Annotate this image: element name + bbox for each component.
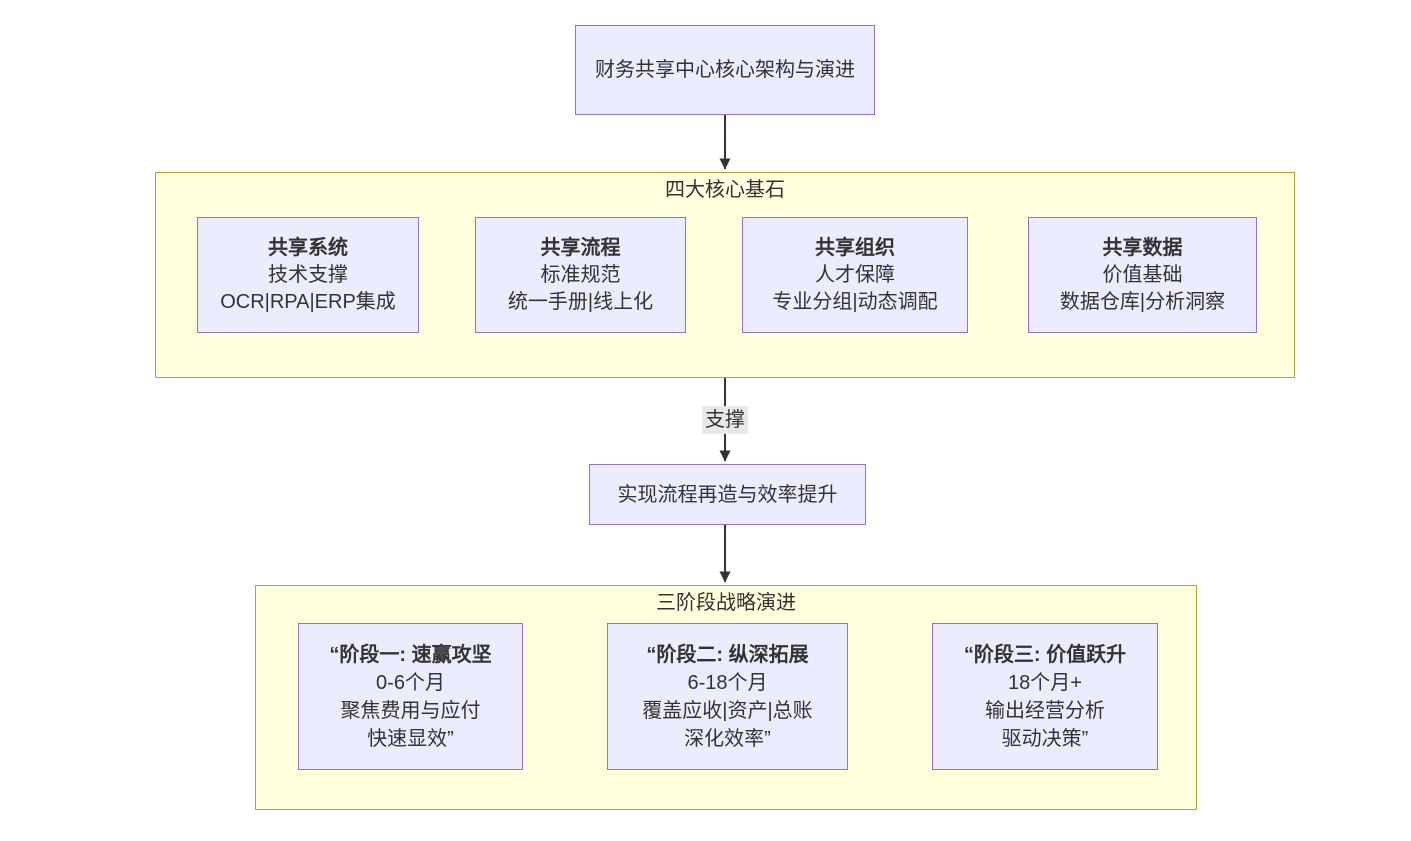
- stage-line: 深化效率”: [684, 727, 771, 750]
- stage-line: 聚焦费用与应付: [340, 699, 481, 722]
- stage-line: 覆盖应收|资产|总账: [642, 699, 813, 722]
- pillar-title: 共享组织: [815, 236, 895, 259]
- pillar-line: 统一手册|线上化: [507, 290, 654, 313]
- pillar-line: 价值基础: [1102, 263, 1183, 286]
- edge-label-support: 支撑: [702, 406, 748, 434]
- node-outcome: 实现流程再造与效率提升: [589, 464, 866, 525]
- node-stage-3: “阶段三: 价值跃升 18个月+ 输出经营分析 驱动决策”: [932, 623, 1158, 770]
- pillar-line: 人才保障: [815, 263, 895, 286]
- pillar-title: 共享系统: [268, 236, 348, 259]
- node-pillar-process: 共享流程 标准规范 统一手册|线上化: [475, 217, 686, 333]
- pillar-title: 共享数据: [1102, 236, 1183, 259]
- pillar-line: 专业分组|动态调配: [772, 290, 938, 313]
- node-stage-1: “阶段一: 速赢攻坚 0-6个月 聚焦费用与应付 快速显效”: [298, 623, 523, 770]
- stage-line: 0-6个月: [376, 671, 445, 694]
- node-root: 财务共享中心核心架构与演进: [575, 25, 875, 115]
- stage-line: 6-18个月: [687, 671, 768, 694]
- pillar-line: 数据仓库|分析洞察: [1059, 290, 1226, 313]
- node-stage-2: “阶段二: 纵深拓展 6-18个月 覆盖应收|资产|总账 深化效率”: [607, 623, 848, 770]
- stage-title: “阶段一: 速赢攻坚: [329, 643, 492, 666]
- stage-line: 驱动决策”: [1001, 727, 1089, 750]
- pillar-line: OCR|RPA|ERP集成: [220, 290, 396, 313]
- subgraph-stages-title: 三阶段战略演进: [656, 592, 796, 614]
- stage-line: 18个月+: [1008, 671, 1082, 694]
- node-root-label: 财务共享中心核心架构与演进: [595, 59, 855, 81]
- stage-title: “阶段二: 纵深拓展: [646, 643, 809, 666]
- subgraph-pillars-title: 四大核心基石: [665, 179, 785, 201]
- stage-line: 快速显效”: [367, 727, 454, 750]
- node-pillar-data: 共享数据 价值基础 数据仓库|分析洞察: [1028, 217, 1257, 333]
- stage-line: 输出经营分析: [985, 699, 1105, 722]
- node-pillar-organization: 共享组织 人才保障 专业分组|动态调配: [742, 217, 968, 333]
- pillar-title: 共享流程: [540, 236, 621, 259]
- pillar-line: 技术支撑: [268, 263, 348, 286]
- stage-title: “阶段三: 价值跃升: [963, 643, 1127, 666]
- node-outcome-label: 实现流程再造与效率提升: [617, 483, 838, 506]
- node-pillar-system: 共享系统 技术支撑 OCR|RPA|ERP集成: [197, 217, 419, 333]
- pillar-line: 标准规范: [540, 263, 621, 286]
